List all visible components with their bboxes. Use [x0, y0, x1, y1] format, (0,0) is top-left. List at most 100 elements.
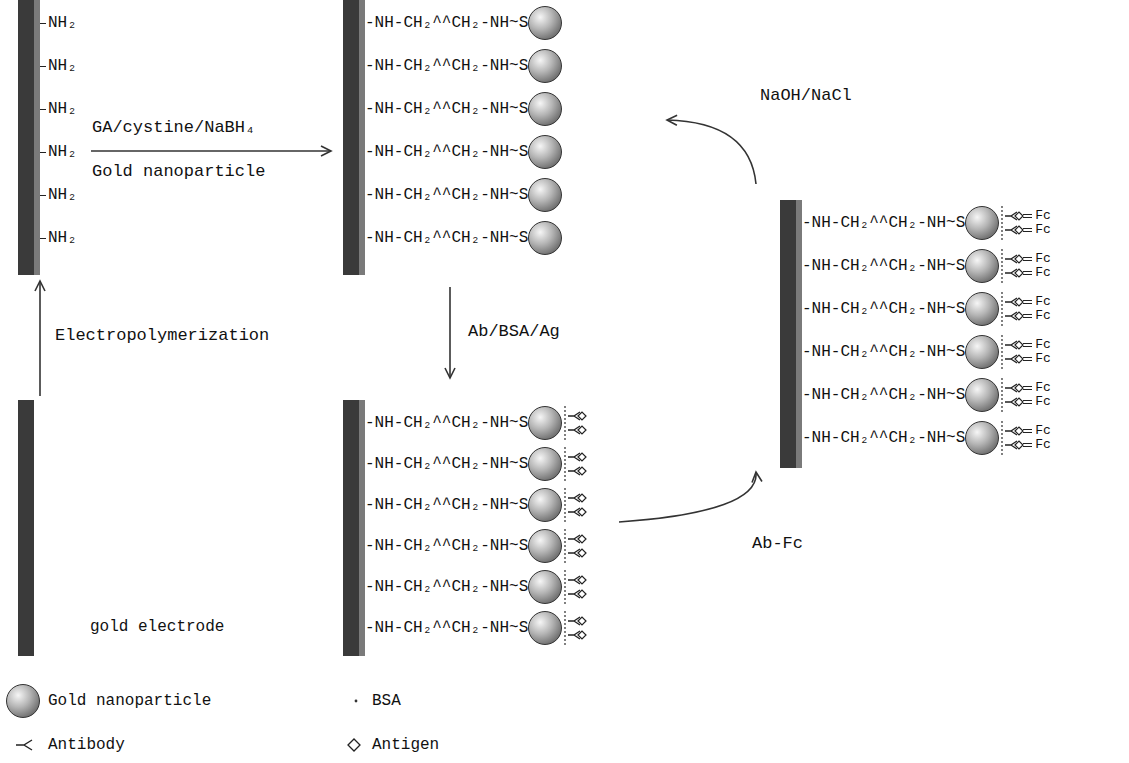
bond-line — [40, 109, 46, 110]
legend-sample — [6, 684, 40, 718]
chain-row: -NH-CH₂^^CH₂-NH~S — [365, 447, 592, 481]
chain-row: -NH-CH₂^^CH₂-NH~S — [365, 178, 562, 212]
gold-nanoparticle — [528, 570, 562, 604]
antibody-antigen-symbol — [999, 249, 1035, 283]
chain-row: NH₂ — [40, 92, 77, 126]
legend-entry: BSA — [330, 684, 401, 718]
ferrocene-label: Fc — [1035, 424, 1051, 438]
antibody-antigen-symbol — [562, 488, 592, 522]
bond-line — [40, 152, 46, 153]
antibody-antigen-symbol — [562, 447, 592, 481]
polymer-film — [34, 0, 40, 275]
chain-row: -NH-CH₂^^CH₂-NH~S FcFc — [802, 335, 1051, 369]
polymer-film — [359, 400, 365, 656]
linker-chain: -NH-CH₂^^CH₂-NH~S — [802, 429, 965, 447]
linker-chain: -NH-CH₂^^CH₂-NH~S — [365, 537, 528, 555]
chain-row: -NH-CH₂^^CH₂-NH~S FcFc — [802, 292, 1051, 326]
gold-nanoparticle — [528, 529, 562, 563]
reaction-condition: Ab/BSA/Ag — [468, 322, 560, 342]
chain-row: -NH-CH₂^^CH₂-NH~S — [365, 221, 562, 255]
gold-nanoparticle — [965, 292, 999, 326]
linker-chain: -NH-CH₂^^CH₂-NH~S — [365, 100, 528, 118]
gold-nanoparticle — [528, 221, 562, 255]
ferrocene-labels: FcFc — [1035, 381, 1051, 409]
reaction-arrow — [39, 281, 41, 396]
linker-chain: -NH-CH₂^^CH₂-NH~S — [365, 578, 528, 596]
electrode-stage: -NH-CH₂^^CH₂-NH~SFcFc-NH-CH₂^^CH₂-NH~SFc… — [780, 200, 1055, 468]
ferrocene-label: Fc — [1035, 352, 1051, 366]
gold-nanoparticle — [528, 447, 562, 481]
reaction-arrow — [619, 472, 756, 522]
gold-nanoparticle — [965, 421, 999, 455]
linker-chain: -NH-CH₂^^CH₂-NH~S — [365, 57, 528, 75]
antibody-antigen-symbol — [999, 378, 1035, 412]
linker-chain: -NH-CH₂^^CH₂-NH~S — [802, 300, 965, 318]
antibody-antigen-symbol — [999, 292, 1035, 326]
chain-row: -NH-CH₂^^CH₂-NH~S — [365, 6, 562, 40]
gold-nanoparticle — [965, 335, 999, 369]
reaction-arrow — [91, 150, 331, 152]
gold-nanoparticle — [528, 6, 562, 40]
chain-row: -NH-CH₂^^CH₂-NH~S — [365, 49, 562, 83]
gold-nanoparticle — [528, 406, 562, 440]
chain-row: -NH-CH₂^^CH₂-NH~S — [365, 488, 592, 522]
reaction-condition: Electropolymerization — [55, 326, 269, 346]
ferrocene-labels: FcFc — [1035, 424, 1051, 452]
antibody-antigen-symbol — [999, 206, 1035, 240]
electrode-stage: NH₂ NH₂ NH₂ NH₂ NH₂ NH₂ — [18, 0, 81, 275]
gold-electrode-bar — [780, 200, 796, 468]
amine-group: NH₂ — [48, 14, 77, 32]
legend-text: Gold nanoparticle — [48, 692, 211, 710]
chain-row: NH₂ — [40, 49, 77, 83]
linker-chain: -NH-CH₂^^CH₂-NH~S — [365, 455, 528, 473]
linker-chain: -NH-CH₂^^CH₂-NH~S — [365, 414, 528, 432]
bond-line — [40, 66, 46, 67]
antibody-antigen-symbol — [562, 611, 592, 645]
gold-nanoparticle — [965, 378, 999, 412]
legend-text: Antibody — [48, 736, 125, 754]
electrode-stage: -NH-CH₂^^CH₂-NH~S -NH-CH₂^^CH₂-NH~S -NH-CH… — [343, 0, 567, 275]
chain-row: NH₂ — [40, 135, 77, 169]
polymer-film — [359, 0, 365, 275]
linker-chain: -NH-CH₂^^CH₂-NH~S — [365, 14, 528, 32]
ferrocene-label: Fc — [1035, 395, 1051, 409]
ferrocene-label: Fc — [1035, 438, 1051, 452]
ferrocene-label: Fc — [1035, 381, 1051, 395]
ferrocene-labels: FcFc — [1035, 209, 1051, 237]
reaction-arrow — [449, 287, 451, 378]
ferrocene-label: Fc — [1035, 295, 1051, 309]
gold-nanoparticle — [965, 206, 999, 240]
gold-nanoparticle — [965, 249, 999, 283]
ferrocene-label: Fc — [1035, 252, 1051, 266]
gold-electrode-bar — [343, 400, 359, 656]
chain-row: -NH-CH₂^^CH₂-NH~S — [365, 92, 562, 126]
linker-chain: -NH-CH₂^^CH₂-NH~S — [365, 143, 528, 161]
ferrocene-label: Fc — [1035, 209, 1051, 223]
gold-nanoparticle — [528, 178, 562, 212]
legend-sample — [6, 728, 40, 762]
electrode-stage: gold electrode — [18, 400, 229, 656]
linker-chain: -NH-CH₂^^CH₂-NH~S — [365, 229, 528, 247]
amine-group: NH₂ — [48, 57, 77, 75]
chain-row: NH₂ — [40, 6, 77, 40]
ferrocene-label: Fc — [1035, 266, 1051, 280]
gold-nanoparticle — [528, 92, 562, 126]
gold-nanoparticle — [528, 135, 562, 169]
amine-group: NH₂ — [48, 186, 77, 204]
chain-row: -NH-CH₂^^CH₂-NH~S — [365, 406, 592, 440]
antibody-antigen-symbol — [562, 529, 592, 563]
linker-chain: -NH-CH₂^^CH₂-NH~S — [365, 186, 528, 204]
bond-line — [40, 23, 46, 24]
ferrocene-label: Fc — [1035, 309, 1051, 323]
chain-row: NH₂ — [40, 221, 77, 255]
linker-chain: -NH-CH₂^^CH₂-NH~S — [365, 619, 528, 637]
antibody-antigen-symbol — [562, 406, 592, 440]
antibody-antigen-symbol — [999, 335, 1035, 369]
amine-group: NH₂ — [48, 100, 77, 118]
ferrocene-labels: FcFc — [1035, 338, 1051, 366]
linker-chain: -NH-CH₂^^CH₂-NH~S — [802, 343, 965, 361]
linker-chain: -NH-CH₂^^CH₂-NH~S — [802, 386, 965, 404]
legend-entry: Antigen — [330, 728, 439, 762]
gold-electrode-bar — [18, 0, 34, 275]
chain-row: -NH-CH₂^^CH₂-NH~S — [365, 611, 592, 645]
